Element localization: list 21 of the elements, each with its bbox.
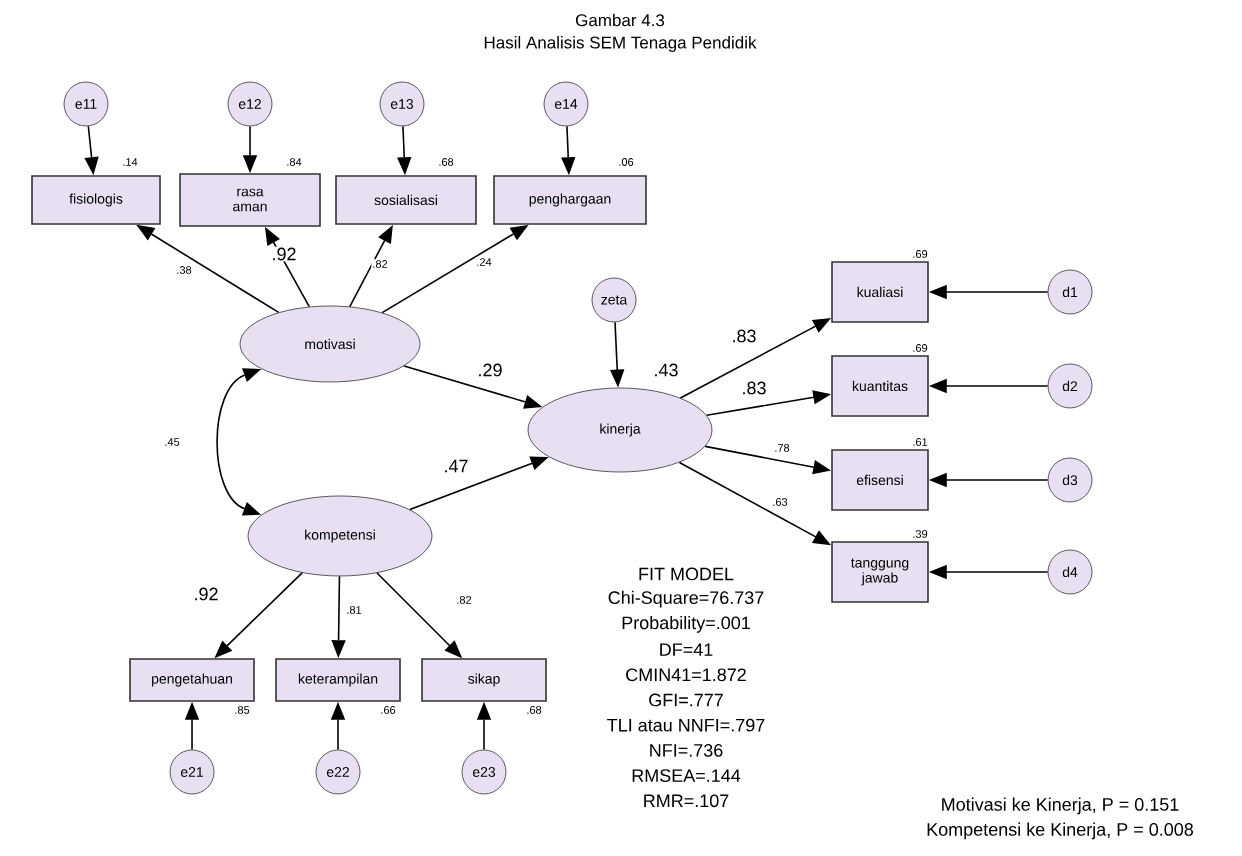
edge-label: .47: [445, 459, 468, 473]
figure-caption: Hasil Analisis SEM Tenaga Pendidik: [484, 36, 757, 52]
note: Motivasi ke Kinerja, P = 0.151: [942, 797, 1179, 815]
fit-statistic: GFI=.777: [649, 693, 723, 707]
figure-title: Gambar 4.3: [575, 13, 665, 27]
fit-statistic: CMIN41=1.872: [626, 668, 746, 682]
coefficient-value: .43: [655, 363, 678, 377]
fit-statistic: FIT MODEL: [639, 567, 734, 581]
fit-statistic: Probability=.001: [622, 616, 750, 633]
fit-statistic: Chi-Square=76.737: [608, 590, 764, 608]
fit-statistic: DF=41: [660, 643, 713, 656]
edge-label: .29: [479, 363, 502, 377]
fit-statistic: RMSEA=.144: [632, 769, 741, 782]
note: Kompetensi ke Kinerja, P = 0.008: [927, 822, 1193, 840]
fit-statistic: NFI=.736: [650, 744, 723, 757]
fit-statistic: RMR=.107: [644, 794, 729, 808]
edge-label: .92: [273, 247, 296, 261]
edge-label: .83: [743, 381, 766, 395]
fit-statistic: TLI atau NNFI=.797: [607, 718, 765, 732]
edge-label: .92: [195, 587, 218, 601]
edge-label: .83: [733, 329, 756, 343]
